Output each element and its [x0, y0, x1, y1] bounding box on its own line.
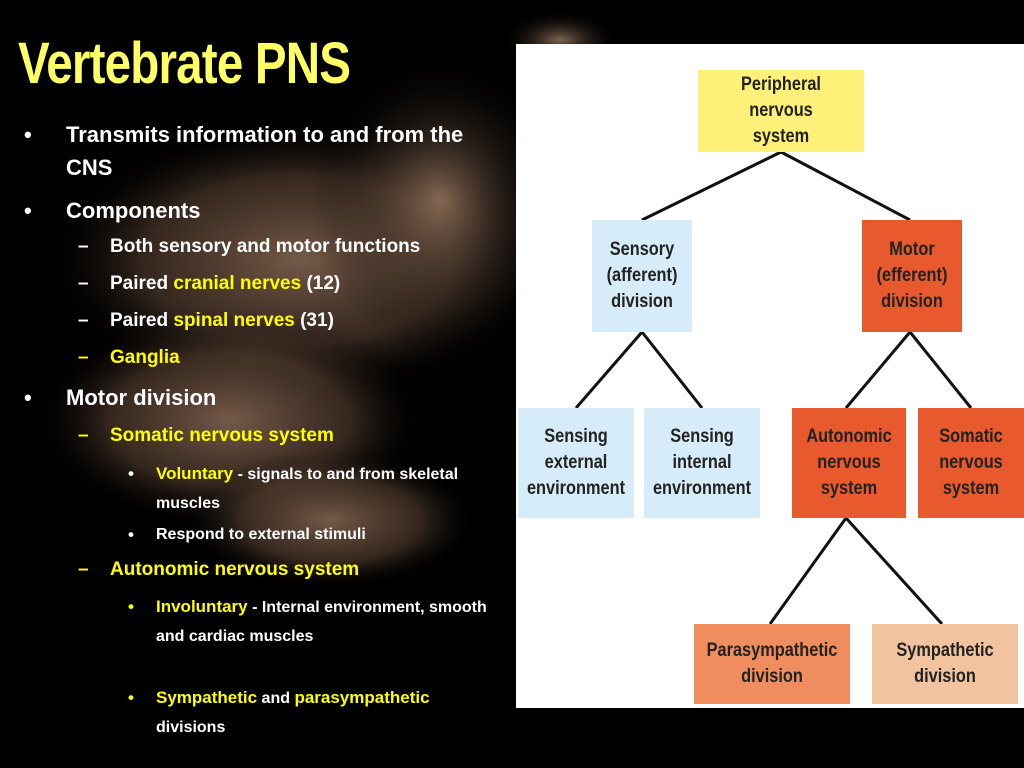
parasympathetic-division-box: Parasympathetic division — [694, 624, 850, 704]
peripheral-nervous-system-box: Peripheral nervous system — [698, 70, 864, 152]
connector-lines — [574, 150, 973, 626]
bullet-dot-icon: • — [24, 122, 32, 147]
sensory-division-box: Sensory (afferent) division — [592, 220, 692, 332]
dash-icon: – — [78, 559, 89, 580]
highlight-text: Sympathetic — [156, 688, 258, 707]
bullet-dot-icon: • — [128, 525, 134, 544]
highlight-text: spinal nerves — [173, 310, 295, 331]
motor-division-box: Motor (efferent) division — [862, 220, 962, 332]
bullet-dot-icon: • — [24, 198, 32, 223]
dash-icon: – — [78, 347, 89, 368]
autonomic-nervous-system-box: Autonomic nervous system — [792, 408, 906, 518]
sympathetic-division-box: Sympathetic division — [872, 624, 1018, 704]
dash-icon: – — [78, 236, 89, 257]
bullet-dot-icon: • — [128, 688, 134, 707]
highlight-text: Involuntary — [156, 597, 248, 616]
sensing-internal-box: Sensing internal environment — [644, 408, 760, 518]
bullet-dot-icon: • — [24, 385, 32, 410]
somatic-nervous-system-box: Somatic nervous system — [918, 408, 1024, 518]
pns-hierarchy-diagram: Peripheral nervous system Sensory (affer… — [516, 44, 1024, 708]
highlight-text: parasympathetic — [294, 688, 430, 707]
highlight-text: Voluntary — [156, 464, 234, 483]
sensing-external-box: Sensing external environment — [518, 408, 634, 518]
dash-icon: – — [78, 310, 89, 331]
bullet-dot-icon: • — [128, 464, 134, 483]
dash-icon: – — [78, 273, 89, 294]
highlight-text: cranial nerves — [173, 273, 302, 294]
slide-title: Vertebrate PNS — [18, 31, 351, 96]
bullet-dot-icon: • — [128, 597, 134, 616]
dash-icon: – — [78, 425, 89, 446]
